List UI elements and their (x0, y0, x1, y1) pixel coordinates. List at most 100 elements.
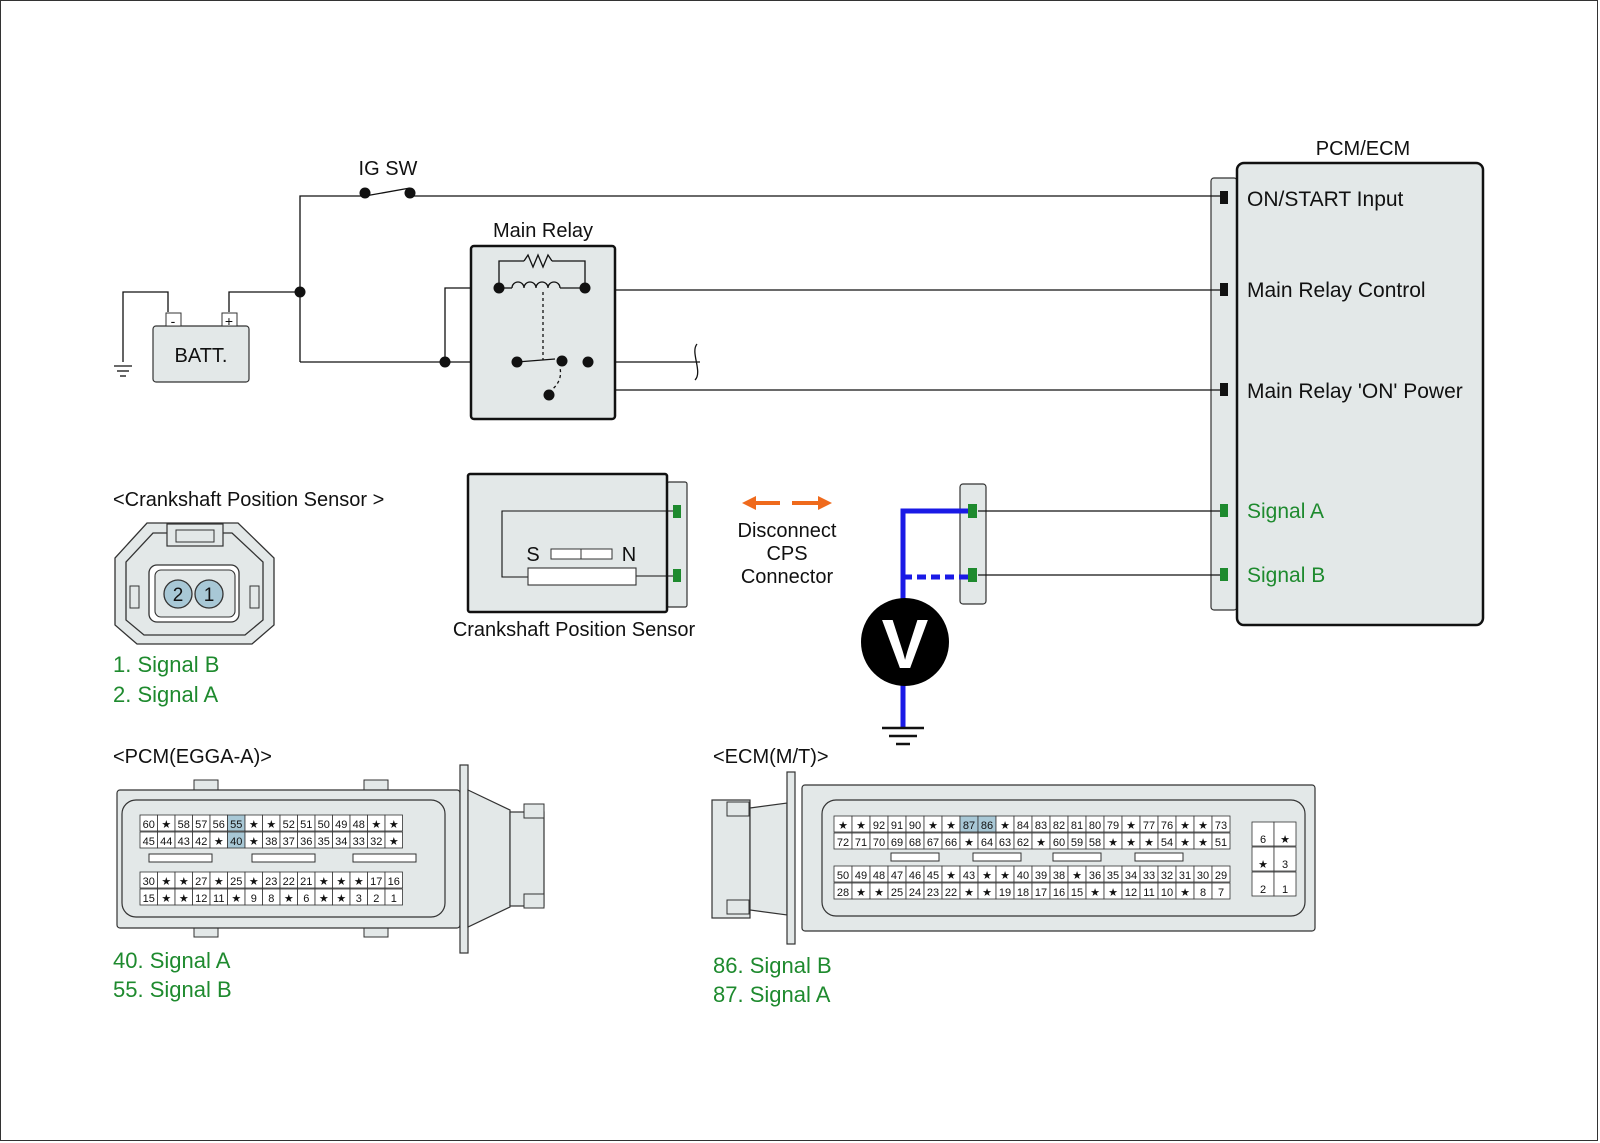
ecm-pin-label: 73 (1215, 820, 1227, 832)
relay-internals (498, 253, 586, 393)
ecm-pin-label: ★ (946, 820, 956, 832)
pcm-pin-label: 32 (370, 836, 382, 848)
ecm-pin-cell (1273, 846, 1297, 872)
ecm-pin-cell (1211, 832, 1231, 850)
pcm-pin-label: 49 (335, 819, 347, 831)
pcm-pin-label: 55 (230, 819, 242, 831)
ecm-pin-label: ★ (1126, 820, 1136, 832)
ecm-pin-label: 69 (891, 837, 903, 849)
ecm-pin-label: 28 (837, 887, 849, 899)
ecm-pin-label: 79 (1107, 820, 1119, 832)
pcm-pin-label: ★ (336, 876, 346, 888)
pcm-pin-label: ★ (161, 819, 171, 831)
ecm-pin-cell (1211, 865, 1231, 883)
ecm-pin-label: ★ (1108, 837, 1118, 849)
ecm-pin-label: ★ (856, 887, 866, 899)
sensor-terminal-b (673, 569, 681, 582)
ecm-pin-label: 33 (1143, 870, 1155, 882)
arrow-left-icon (742, 496, 756, 510)
ecm-pin-label: 62 (1017, 837, 1029, 849)
ecm-pin-label: 1 (1282, 884, 1288, 896)
pcm-pin-label: 22 (283, 876, 295, 888)
pcm-pin-label: ★ (319, 876, 329, 888)
pcm-pin-label: ★ (179, 893, 189, 905)
pcm-pin-label: ★ (214, 836, 224, 848)
pcm-pin-label: ★ (389, 836, 399, 848)
ecm-pin-label: 76 (1161, 820, 1173, 832)
ecm-pin-label: ★ (856, 820, 866, 832)
pcm-pin-label: 37 (283, 836, 295, 848)
pcm-pin-label: 9 (251, 893, 257, 905)
ecm-pin-label: ★ (1198, 820, 1208, 832)
ecm-pin-label: 3 (1282, 859, 1288, 871)
ecm-pin-label: 64 (981, 837, 993, 849)
ecm-pin-label: 17 (1035, 887, 1047, 899)
ecm-pin-label: 43 (963, 870, 975, 882)
ecm-pin-label: 40 (1017, 870, 1029, 882)
ecm-pin-label: 8 (1200, 887, 1206, 899)
ecm-pin-label: 45 (927, 870, 939, 882)
ecm-pin-label: 54 (1161, 837, 1173, 849)
sensor-terminal-a (673, 505, 681, 518)
cps-pin-1-label: 1 (204, 585, 215, 606)
battery-pos-terminal (221, 312, 238, 327)
voltmeter-ground-icon (882, 726, 924, 746)
ecm-pin-label: ★ (982, 870, 992, 882)
harness-connector (959, 483, 987, 605)
disconnect-note-line-2: CPS (766, 543, 807, 565)
cps-connector-face-icon (114, 522, 275, 645)
battery-neg-label: - (171, 313, 176, 329)
ecm-pin-label: ★ (1000, 820, 1010, 832)
disconnect-note-line-3: Connector (741, 566, 834, 588)
pcm-pin-label: ★ (179, 876, 189, 888)
ecm-pin-label: ★ (1258, 859, 1268, 871)
pcm-pin-cell (384, 888, 403, 906)
ecm-pin-label: 47 (891, 870, 903, 882)
ecm-pin-label: ★ (838, 820, 848, 832)
ecm-pin-label: 80 (1089, 820, 1101, 832)
pcm-pin-label: 52 (283, 819, 295, 831)
ecm-pin-label: ★ (1000, 870, 1010, 882)
ecm-pin-cell (1211, 815, 1231, 833)
ecu-terminal-signal-a (1220, 504, 1228, 517)
wire-break-mark (694, 343, 699, 381)
ecu-box (1235, 161, 1485, 627)
ecm-pin-label: ★ (1198, 837, 1208, 849)
ecu-input-relay-control: Main Relay Control (1247, 279, 1426, 302)
ecm-pin-label: 11 (1143, 887, 1154, 899)
ecm-pin-label: 51 (1215, 837, 1227, 849)
ecm-pin-label: 30 (1197, 870, 1209, 882)
disconnect-note-line-1: Disconnect (738, 520, 837, 542)
arrow-right-icon (818, 496, 832, 510)
ecm-pin-label: 12 (1125, 887, 1137, 899)
ecm-pin-label: 82 (1053, 820, 1065, 832)
voltmeter-label: V (882, 605, 929, 683)
sensor-coil (501, 510, 673, 578)
pcm-pin-label: ★ (371, 819, 381, 831)
pcm-pin-label: 56 (213, 819, 225, 831)
ecm-pin-label: 24 (909, 887, 921, 899)
ecm-pin-label: 83 (1035, 820, 1047, 832)
ecm-pin-label: 34 (1125, 870, 1137, 882)
main-relay-box (469, 244, 617, 421)
ecm-pin-label: 58 (1089, 837, 1101, 849)
pcm-pin-label: 23 (265, 876, 277, 888)
ecu-terminal-on-start (1220, 191, 1228, 204)
ecm-pin-label: ★ (874, 887, 884, 899)
ecm-pin-label: ★ (1280, 834, 1290, 846)
pcm-pin-label: 51 (300, 819, 312, 831)
ecm-pin-label: 38 (1053, 870, 1065, 882)
pcm-heading: <PCM(EGGA-A)> (113, 746, 272, 768)
ecm-pin-label: ★ (1180, 837, 1190, 849)
ecm-pin-label: 60 (1053, 837, 1065, 849)
pcm-pin-label: 35 (318, 836, 330, 848)
ecm-pin-label: ★ (1090, 887, 1100, 899)
cps-heading: <Crankshaft Position Sensor > (113, 489, 384, 511)
ecm-pin-label: ★ (1108, 887, 1118, 899)
pcm-pin-label: ★ (319, 893, 329, 905)
sensor-connector-strip (666, 481, 688, 608)
ecm-pin-label: 92 (873, 820, 885, 832)
battery-pos-label: + (225, 313, 233, 329)
battery-label: BATT. (175, 345, 228, 367)
harness-terminal-b (968, 568, 977, 582)
